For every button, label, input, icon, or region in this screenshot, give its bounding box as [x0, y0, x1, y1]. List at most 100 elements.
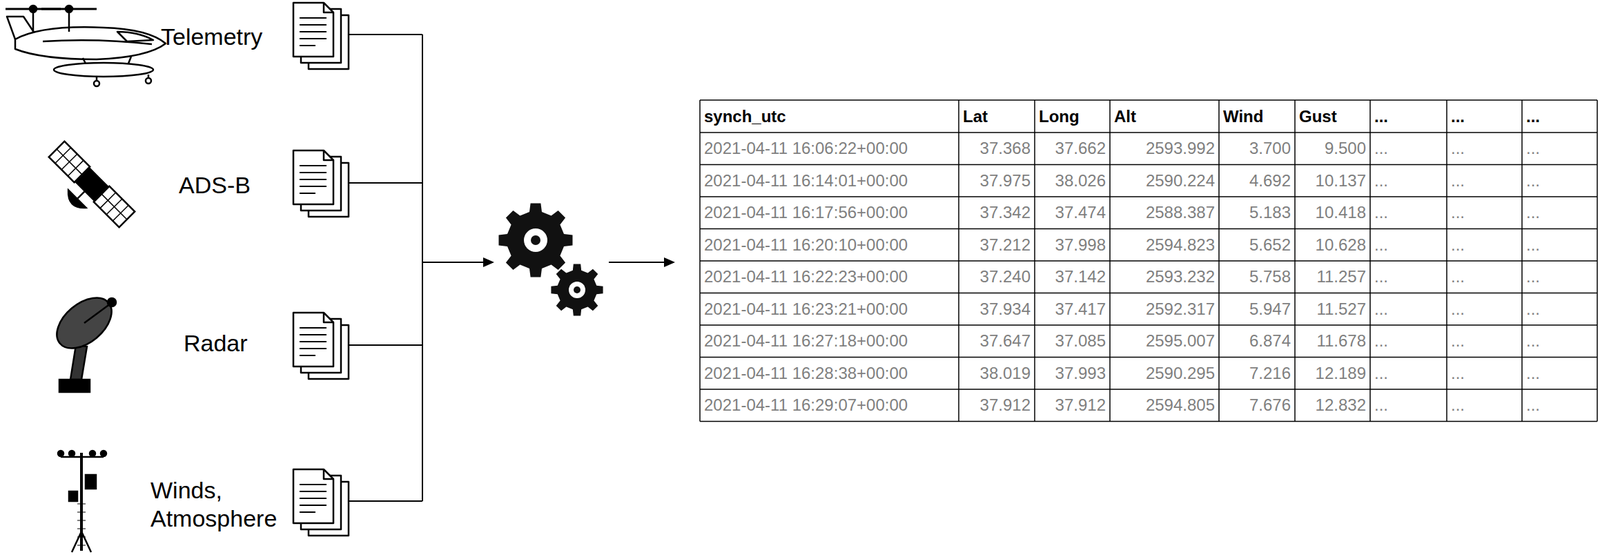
- tripod-leg: [71, 531, 82, 553]
- table-cell: 10.137: [1295, 165, 1370, 197]
- table-cell: 2594.805: [1110, 389, 1219, 422]
- table-cell: ...: [1370, 358, 1447, 390]
- column-line: [958, 100, 960, 422]
- wheel: [93, 80, 100, 87]
- document-page: [293, 469, 334, 524]
- body-line: [42, 40, 152, 45]
- table-cell: ...: [1370, 197, 1447, 229]
- table-cell: 2021-04-11 16:27:18+00:00: [700, 325, 959, 357]
- text-line: [299, 483, 327, 486]
- text-line: [299, 354, 316, 357]
- mast-tick: [77, 537, 86, 538]
- text-line: [299, 334, 327, 336]
- table-cell: 9.500: [1295, 133, 1370, 165]
- mast-tick: [77, 528, 86, 530]
- table-cell: ...: [1522, 389, 1597, 422]
- table-cell: 12.189: [1295, 358, 1370, 390]
- gear-axle: [573, 286, 581, 294]
- radar-dish: [47, 287, 121, 359]
- table-cell: 2021-04-11 16:22:23+00:00: [700, 261, 959, 293]
- table-cell: 3.700: [1219, 133, 1295, 165]
- gear: [499, 203, 573, 278]
- table-cell: 12.832: [1295, 389, 1370, 422]
- table-cell: ...: [1522, 325, 1597, 357]
- radar-feed-horn: [107, 298, 116, 307]
- satellite-body: [75, 168, 107, 200]
- wire: [421, 34, 424, 502]
- sensor-box: [69, 491, 78, 502]
- text-line: [299, 327, 327, 329]
- table-header: Long: [1035, 100, 1110, 132]
- table-cell: ...: [1370, 389, 1447, 422]
- row-line: [699, 99, 1598, 101]
- wing: [53, 62, 154, 77]
- anemometer-cup: [89, 450, 96, 457]
- text-line: [299, 44, 316, 47]
- table-cell: 5.183: [1219, 197, 1295, 229]
- gear-axle: [530, 235, 541, 246]
- wire: [608, 261, 666, 263]
- page-fold: [323, 469, 334, 480]
- table-cell: ...: [1447, 358, 1522, 390]
- table-cell: 11.678: [1295, 325, 1370, 357]
- document-page: [293, 2, 334, 57]
- table-cell: 37.085: [1035, 325, 1110, 357]
- table-cell: 2590.295: [1110, 358, 1219, 390]
- text-line: [299, 37, 327, 40]
- tripod-leg: [81, 531, 92, 553]
- text-line: [299, 497, 327, 500]
- crossbar: [60, 456, 104, 459]
- table-cell: ...: [1447, 325, 1522, 357]
- table-cell: ...: [1522, 133, 1597, 165]
- text-line: [299, 171, 327, 174]
- text-line: [299, 24, 327, 26]
- document-stack-icon: [293, 2, 349, 70]
- aircraft-icon: [5, 5, 166, 87]
- table-cell: 11.527: [1295, 294, 1370, 326]
- column-line: [1294, 100, 1296, 422]
- table-header: Wind: [1219, 100, 1295, 132]
- page-fold: [323, 2, 334, 13]
- text-line: [299, 347, 327, 350]
- table-cell: 37.912: [959, 389, 1034, 422]
- table-cell: ...: [1447, 261, 1522, 293]
- column-line: [1521, 100, 1523, 422]
- table-cell: 4.692: [1219, 165, 1295, 197]
- panel-grid: [101, 193, 128, 220]
- row-line: [699, 292, 1598, 295]
- table-cell: ...: [1447, 197, 1522, 229]
- table-cell: ...: [1522, 294, 1597, 326]
- weather-station-icon: [57, 450, 107, 553]
- anemometer-cup: [100, 450, 107, 457]
- table-cell: ...: [1370, 133, 1447, 165]
- strut: [128, 56, 132, 64]
- source-label: Radar: [183, 329, 281, 358]
- mast-tick: [77, 545, 86, 546]
- table-cell: 11.257: [1295, 261, 1370, 293]
- gear-hole: [568, 281, 586, 299]
- table-header: Gust: [1295, 100, 1370, 132]
- table-cell: 2594.823: [1110, 229, 1219, 261]
- mast-tick: [77, 512, 86, 513]
- row-line: [699, 388, 1598, 390]
- arrowhead: [664, 257, 676, 268]
- text-line: [299, 511, 316, 513]
- table-cell: ...: [1522, 358, 1597, 390]
- panel-grid: [56, 149, 83, 175]
- anemometer-cup: [57, 450, 64, 457]
- table-cell: 2588.387: [1110, 197, 1219, 229]
- table-cell: ...: [1522, 165, 1597, 197]
- table-cell: 37.647: [959, 325, 1034, 357]
- table-cell: 37.912: [1035, 389, 1110, 422]
- wire: [422, 261, 485, 263]
- table-cell: 37.212: [959, 229, 1034, 261]
- table-cell: ...: [1447, 133, 1522, 165]
- row-line: [699, 356, 1598, 359]
- table-cell: ...: [1522, 261, 1597, 293]
- column-line: [1033, 100, 1036, 422]
- page-fold: [323, 312, 334, 323]
- table-cell: 38.019: [959, 358, 1034, 390]
- wire: [348, 182, 423, 184]
- table-cell: 37.240: [959, 261, 1034, 293]
- table-cell: ...: [1370, 294, 1447, 326]
